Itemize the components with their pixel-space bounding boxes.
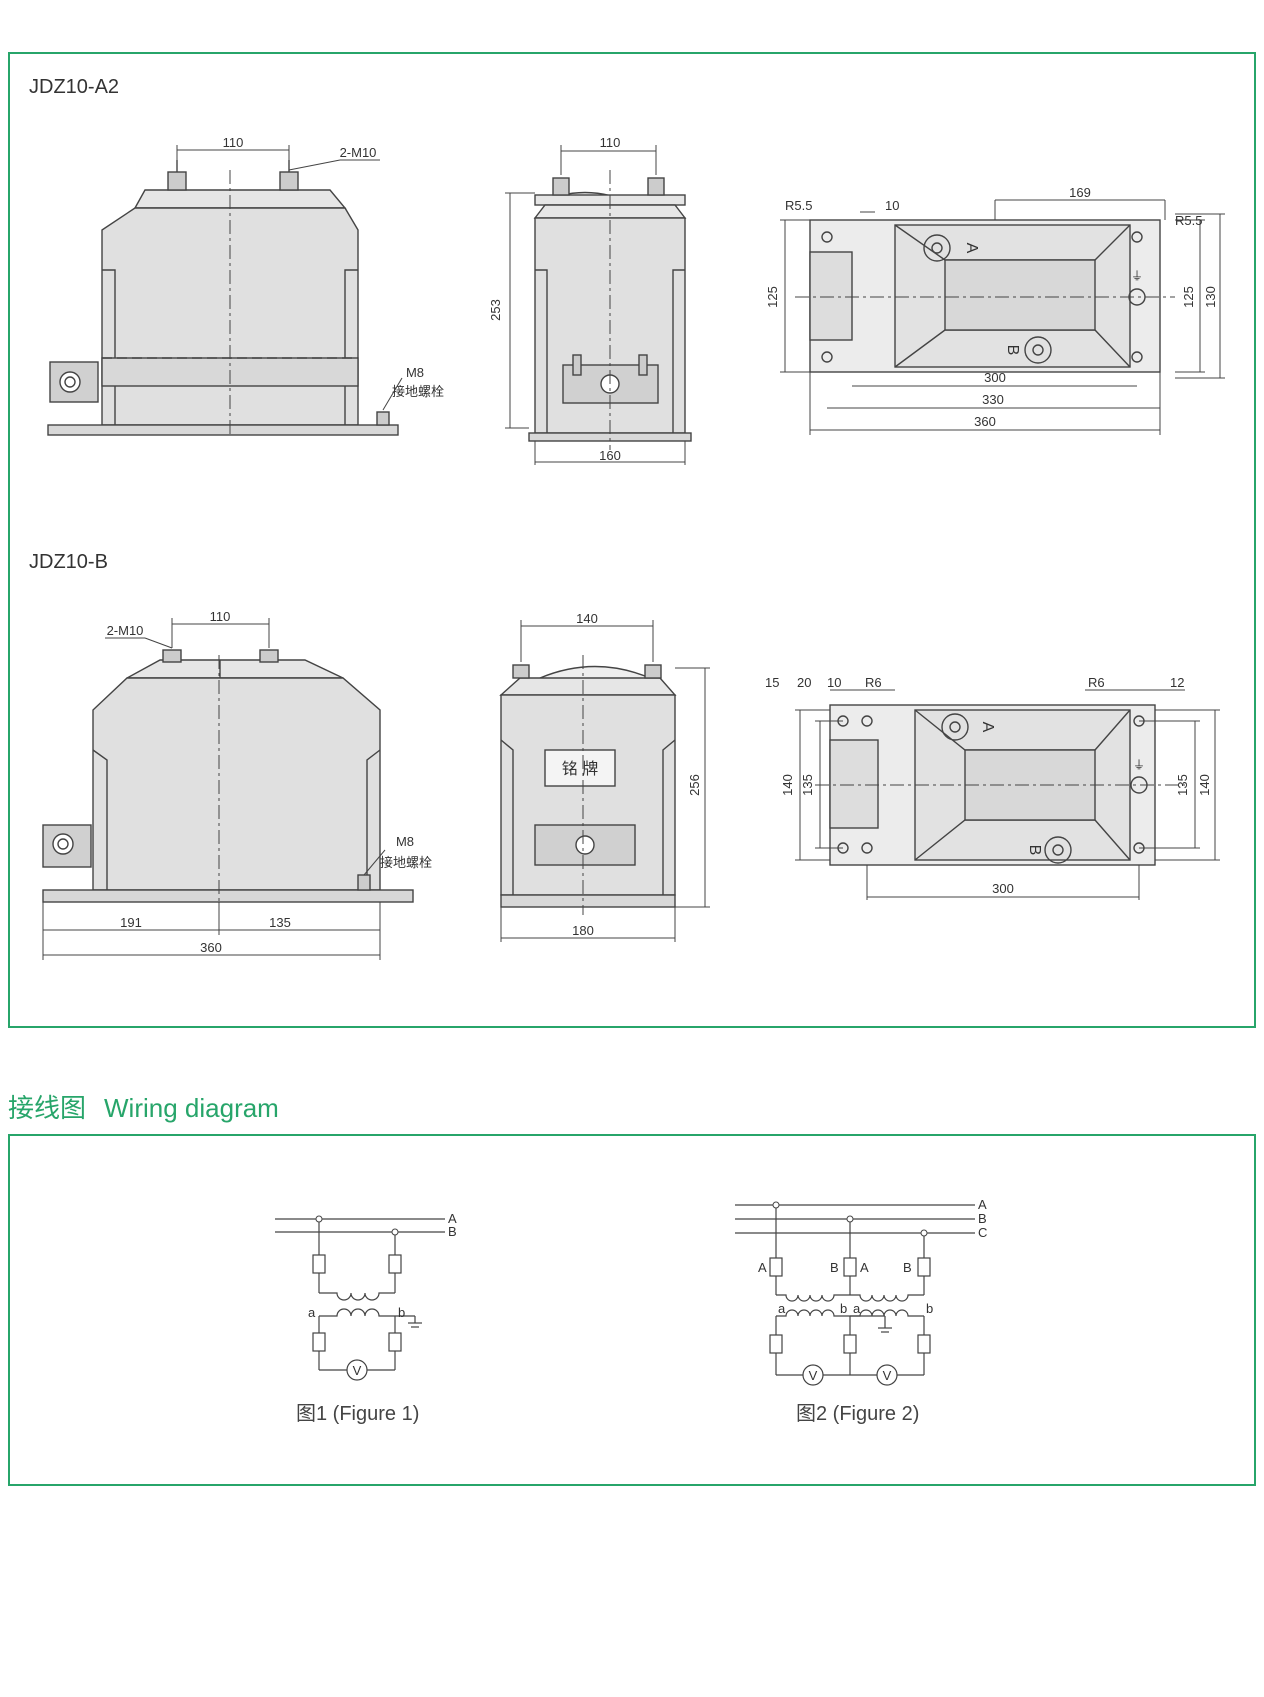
b-plan-dim-140-right: 140 [1197, 774, 1212, 796]
b-side-dim-256: 256 [687, 774, 702, 796]
a2-plan-dim-125-right: 125 [1181, 286, 1196, 308]
fig2-secondary1-a: a [778, 1301, 786, 1316]
b-front-dim-191: 191 [120, 915, 142, 930]
fig1-caption: 图1 (Figure 1) [296, 1403, 420, 1425]
b-plan-d12: 12 [1170, 675, 1184, 690]
fig2-primary1-b: B [830, 1260, 839, 1275]
b-front-ground-size: M8 [396, 834, 414, 849]
a2-plan-view: R5.5 10 169 R5.5 125 125 130 300 330 360… [765, 185, 1225, 435]
a2-plan-dim-360: 360 [974, 414, 996, 429]
fig2-primary1-a: A [758, 1260, 767, 1275]
fig2-line-a: A [978, 1197, 987, 1212]
a2-plan-dim-300: 300 [984, 370, 1006, 385]
a2-side-dim-110: 110 [600, 135, 621, 150]
b-front-dim-135: 135 [269, 915, 291, 930]
a2-plan-ground-icon: ⏚ [1131, 269, 1143, 283]
a2-side-dim-253: 253 [488, 299, 503, 321]
b-front-dim-110: 110 [210, 609, 231, 624]
a2-plan-dim-330: 330 [982, 392, 1004, 407]
b-plan-dim-135-right: 135 [1175, 774, 1190, 796]
a2-plan-dim-130: 130 [1203, 286, 1218, 308]
a2-front-ground-size: M8 [406, 365, 424, 380]
fig2-caption: 图2 (Figure 2) [796, 1403, 920, 1425]
b-plan-dim-140-left: 140 [780, 774, 795, 796]
a2-plan-r-left: R5.5 [785, 198, 812, 213]
b-plan-terminal-b: B [1026, 845, 1043, 856]
wiring-figure-1: A B a b V [275, 1211, 457, 1381]
fig2-secondary1-b: b [840, 1301, 847, 1316]
model-label-jdz10-b: JDZ10-B [29, 551, 108, 573]
b-side-dim-180: 180 [572, 923, 594, 938]
fig1-secondary-a: a [308, 1305, 316, 1320]
b-side-dim-140: 140 [576, 611, 598, 626]
fig2-primary2-a: A [860, 1260, 869, 1275]
b-plan-dim-300: 300 [992, 881, 1014, 896]
a2-front-view: 110 2-M10 M8 接地螺栓 [47, 135, 444, 436]
b-plan-r-left: R6 [865, 675, 882, 690]
a2-plan-slot: 10 [885, 198, 899, 213]
wiring-figure-2: A B C A B A B a b a b V V [735, 1197, 987, 1386]
model-label-jdz10-a2: JDZ10-A2 [29, 76, 120, 98]
fig2-primary2-b: B [903, 1260, 912, 1275]
b-front-dim-360: 360 [200, 940, 222, 955]
fig2-line-c: C [978, 1225, 987, 1240]
fig1-voltmeter-icon: V [353, 1363, 362, 1378]
fig1-secondary-b: b [398, 1305, 405, 1320]
a2-plan-r-right: R5.5 [1175, 213, 1202, 228]
b-front-bolt-label: 2-M10 [107, 623, 144, 638]
a2-front-ground-label: 接地螺栓 [392, 384, 444, 399]
b-front-view: 110 2-M10 M8 接地螺栓 191 135 360 [42, 609, 432, 960]
fig2-voltmeter2-icon: V [883, 1368, 892, 1383]
b-plan-ground-icon: ⏚ [1133, 758, 1145, 772]
wiring-title-cn: 接线图 [8, 1093, 87, 1123]
fig2-voltmeter1-icon: V [809, 1368, 818, 1383]
a2-front-bolt-label: 2-M10 [340, 145, 377, 160]
a2-plan-terminal-b: B [1004, 345, 1021, 356]
b-plan-view: 15 20 10 R6 R6 12 140 135 135 140 300 A … [765, 675, 1220, 900]
b-side-view: 140 铭 牌 256 180 [499, 611, 710, 942]
b-plan-terminal-a: A [979, 722, 996, 733]
a2-side-view: 110 253 160 [488, 135, 692, 465]
wiring-diagram-panel [8, 1134, 1256, 1486]
b-plan-d20: 20 [797, 675, 811, 690]
fig2-secondary2-b: b [926, 1301, 933, 1316]
a2-front-dim-110: 110 [223, 135, 244, 150]
fig2-secondary2-a: a [853, 1301, 861, 1316]
b-plan-dim-135-left: 135 [800, 774, 815, 796]
fig1-line-b: B [448, 1224, 457, 1239]
a2-plan-dim-169: 169 [1069, 185, 1091, 200]
wiring-title-en: Wiring diagram [104, 1093, 279, 1123]
fig1-line-a: A [448, 1211, 457, 1226]
a2-side-dim-160: 160 [599, 448, 621, 463]
b-plan-r-right: R6 [1088, 675, 1105, 690]
fig2-line-b: B [978, 1211, 987, 1226]
b-plan-d15: 15 [765, 675, 779, 690]
b-front-ground-label: 接地螺栓 [380, 855, 432, 870]
b-side-nameplate: 铭 牌 [562, 760, 598, 778]
wiring-section-title: 接线图 Wiring diagram [8, 1088, 279, 1125]
a2-plan-dim-125-left: 125 [765, 286, 780, 308]
a2-plan-terminal-a: A [963, 243, 980, 254]
b-plan-d10: 10 [827, 675, 841, 690]
